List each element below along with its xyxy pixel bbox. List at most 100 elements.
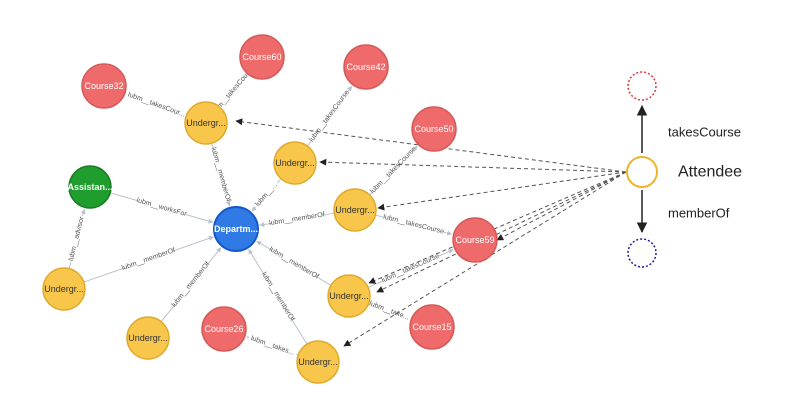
edge-label-background	[271, 210, 323, 228]
edge-label: lubm__memberOf	[121, 247, 176, 272]
undergrad-node-u2[interactable]: Undergr...	[273, 141, 317, 185]
course-node-course42[interactable]: Course42	[343, 44, 389, 90]
undergrad-node-circle[interactable]	[126, 316, 170, 360]
course-node-course50[interactable]: Course50	[411, 106, 457, 152]
undergrad-node-u1[interactable]: Undergr...	[184, 101, 228, 145]
legend-down-label: memberOf	[668, 206, 730, 221]
attendee-dashed-link	[368, 171, 627, 284]
edge-label-background	[307, 88, 352, 144]
edge-label-group: lubm__memberOf	[171, 261, 212, 309]
undergrad-node-u3[interactable]: Undergr...	[333, 188, 377, 232]
edge-label: lubm__takes...	[250, 335, 295, 357]
undergrad-node-circle[interactable]	[42, 267, 86, 311]
course-node-course60[interactable]: Course60	[239, 34, 285, 80]
assistant-node-circle[interactable]	[68, 165, 112, 209]
node-label: Course26	[204, 324, 243, 334]
node-label: Course59	[455, 235, 494, 245]
edge-label-group: lubm__takesCourse	[380, 252, 441, 286]
edge-label-background	[66, 215, 87, 263]
node-label: Course50	[414, 124, 453, 134]
course-node-course15[interactable]: Course15	[409, 304, 455, 350]
edge-label: lubm__takesCourse	[369, 146, 418, 196]
edge-label-group: lubm__takesCourse	[382, 212, 445, 237]
legend: takesCourse Attendee memberOf	[626, 71, 742, 268]
course-node-circle[interactable]	[411, 106, 457, 152]
edge-label-group: lubm__take...	[365, 298, 413, 324]
edge-label-group: lubm__...	[252, 179, 281, 210]
course-node-circle[interactable]	[343, 44, 389, 90]
assistant-node-assist[interactable]: Assistan...	[67, 165, 113, 209]
edge-label-group: lubm__memberOf	[260, 271, 295, 322]
edge-label-group: lubm__memberOf	[268, 246, 320, 281]
edges-layer: lubm__takesCour... lubm__takesCourse lubm_…	[66, 64, 454, 359]
edge-label-background	[209, 64, 257, 118]
edge-label-background	[123, 246, 174, 273]
edge-label-background	[368, 145, 419, 196]
undergrad-node-circle[interactable]	[184, 101, 228, 145]
course-node-circle[interactable]	[409, 304, 455, 350]
edge-label: lubm__memberOf	[171, 261, 212, 309]
node-label: Assistan...	[67, 182, 112, 192]
department-node-dept[interactable]: Departm...	[213, 206, 259, 252]
attendee-dashed-link	[496, 171, 627, 241]
course-node-course59[interactable]: Course59	[452, 217, 498, 263]
edge-label-group: lubm__worksFor	[136, 196, 188, 219]
node-label: Course60	[242, 52, 281, 62]
node-label: Undergr...	[329, 291, 369, 301]
edge-label-background	[382, 212, 445, 237]
attendee-dashed-link	[319, 158, 627, 173]
edge-label-group: lubm__takesCour...	[124, 89, 189, 121]
legend-up-label: takesCourse	[668, 125, 741, 140]
edge-label: lubm__take...	[368, 300, 410, 321]
undergrad-node-circle[interactable]	[327, 274, 371, 318]
undergrad-node-u5[interactable]: Undergr...	[126, 316, 170, 360]
node-label: Undergr...	[186, 118, 226, 128]
edge-label-background	[171, 262, 211, 308]
nodes-layer: Course32 Course60Course42Course50Course59…	[42, 34, 498, 384]
node-label: Course32	[84, 81, 123, 91]
course-node-circle[interactable]	[81, 63, 127, 109]
node-label: Undergr...	[275, 158, 315, 168]
attendee-dashed-link	[377, 171, 627, 211]
edge-label: lubm__takesCour...	[127, 91, 186, 118]
edge-label-background	[252, 179, 281, 210]
undergrad-node-u6[interactable]: Undergr...	[327, 274, 371, 318]
undergrad-node-u4[interactable]: Undergr...	[42, 267, 86, 311]
edge-label: lubm__memberOf	[260, 271, 295, 322]
edge-label: lubm__worksFor	[136, 197, 188, 218]
edge-label-group: lubm__memberOf	[209, 147, 232, 203]
edge-label-background	[124, 89, 189, 121]
node-label: Course42	[346, 62, 385, 72]
node-label: Departm...	[214, 224, 258, 234]
edge-label: lubm__...	[254, 182, 278, 208]
edge-label: lubm__takesCourse	[381, 253, 441, 285]
undergrad-node-u7[interactable]: Undergr...	[296, 340, 340, 384]
course-node-course32[interactable]: Course32	[81, 63, 127, 109]
legend-attendee-label: Attendee	[678, 164, 742, 181]
department-node-circle[interactable]	[213, 206, 259, 252]
node-label: Undergr...	[335, 205, 375, 215]
course-node-circle[interactable]	[201, 306, 247, 352]
course-node-circle[interactable]	[239, 34, 285, 80]
course-node-circle[interactable]	[452, 217, 498, 263]
edge-label-background	[365, 298, 413, 324]
edge-label-background	[260, 272, 295, 321]
undergrad-node-circle[interactable]	[333, 188, 377, 232]
undergrad-node-circle[interactable]	[273, 141, 317, 185]
edge-label: lubm__memberOf	[268, 246, 320, 281]
edge-label: lubm__memberOf	[269, 211, 325, 227]
attendee-dashed-link	[343, 171, 627, 347]
node-label: Undergr...	[128, 333, 168, 343]
edge-label-group: lubm__takesCourse	[368, 145, 419, 196]
attendee-dashed-link	[376, 171, 627, 293]
undergrad-node-circle[interactable]	[296, 340, 340, 384]
edge-label: lubm__memberOf	[210, 147, 232, 203]
edge-label-background	[380, 252, 441, 286]
legend-attendee-node[interactable]	[626, 156, 658, 188]
edge-label-background	[136, 196, 188, 219]
edge-label-background	[209, 149, 232, 201]
edge-label-background	[269, 246, 318, 280]
legend-memberof-target	[627, 238, 657, 268]
course-node-course26[interactable]: Course26	[201, 306, 247, 352]
